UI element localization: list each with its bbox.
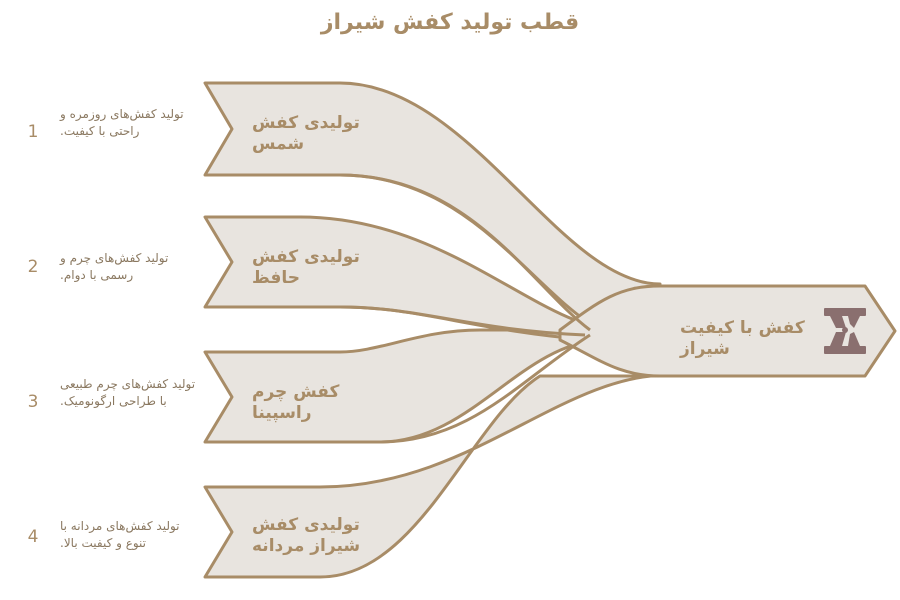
band-label-4: تولیدی کفش شیراز مردانه bbox=[252, 515, 361, 556]
outlet-arrow bbox=[558, 284, 897, 378]
step-number-4: 4 bbox=[27, 527, 39, 547]
step-description-2: تولید کفش‌های چرم و رسمی با دوام. bbox=[60, 251, 169, 282]
step-number-1: 1 bbox=[27, 122, 39, 142]
step-number-3: 3 bbox=[27, 392, 39, 412]
step-description-3: تولید کفش‌های چرم طبیعی با طراحی ارگونوم… bbox=[60, 377, 196, 408]
diagram-title: قطب تولید کفش شیراز bbox=[320, 10, 580, 35]
factory-icon bbox=[824, 308, 866, 354]
band-label-1: تولیدی کفش شمس bbox=[252, 113, 360, 154]
band-label-2: تولیدی کفش حافظ bbox=[252, 247, 360, 288]
step-number-2: 2 bbox=[27, 257, 39, 277]
step-description-4: تولید کفش‌های مردانه با تنوع و کیفیت بال… bbox=[60, 519, 180, 550]
seam-line-lower bbox=[379, 333, 591, 444]
seam-line-upper bbox=[339, 173, 591, 332]
band-label-3: کفش چرم راسپینا bbox=[252, 382, 340, 423]
outlet-label: کفش با کیفیت شیراز bbox=[680, 318, 805, 359]
seam-line-middle bbox=[339, 305, 586, 337]
step-description-1: تولید کفش‌های روزمره و راحتی با کیفیت. bbox=[60, 107, 184, 138]
